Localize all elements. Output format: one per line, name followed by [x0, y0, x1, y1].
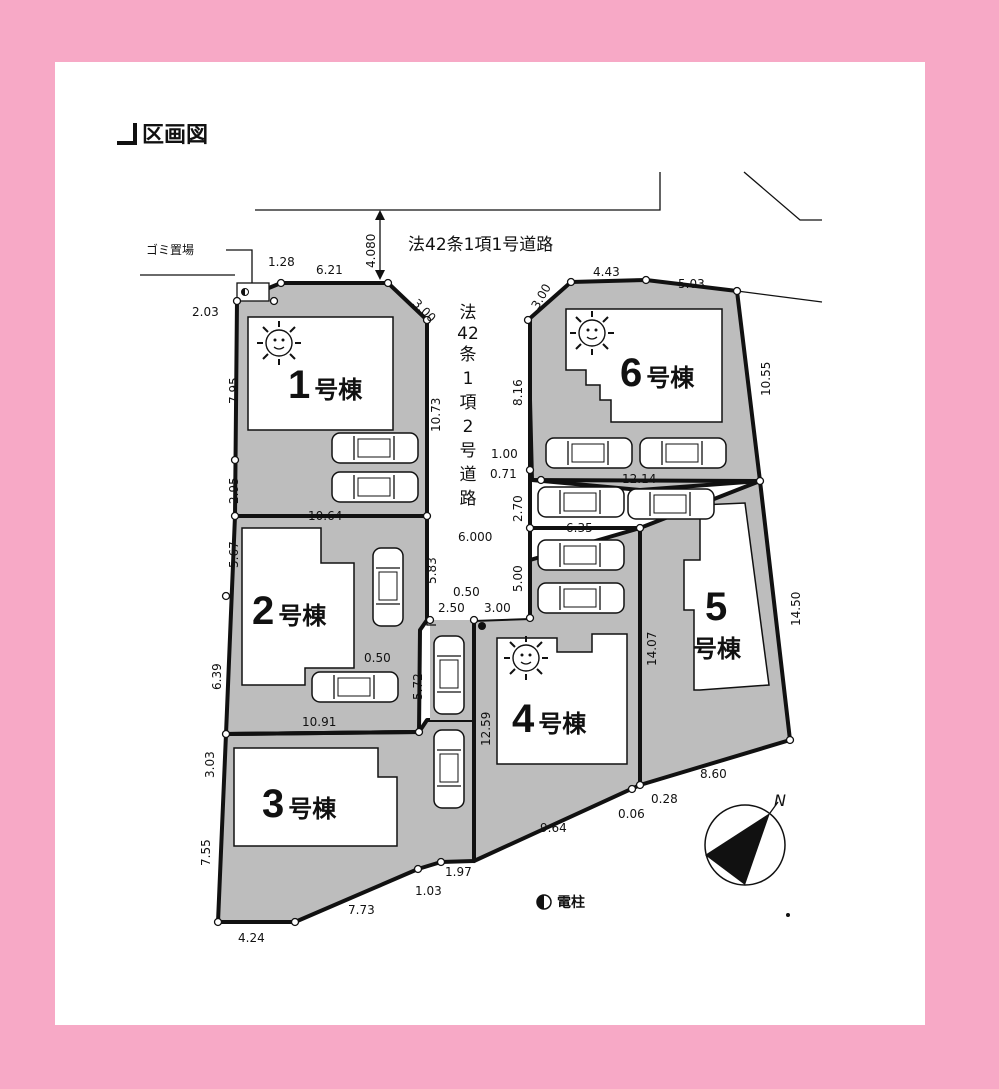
dim-label: 10.91	[302, 715, 336, 729]
north-compass: N	[704, 791, 786, 886]
car-lot6-a	[545, 437, 633, 469]
dim-label: 14.07	[645, 632, 659, 666]
dim-label: 0.50	[453, 585, 480, 599]
dim-label: 6.35	[566, 521, 593, 535]
dimension-labels: 1.28 6.21 3.00 2.03 7.95 10.73 2.95 10.6…	[192, 255, 803, 945]
dim-label: 8.60	[700, 767, 727, 781]
svg-text:法: 法	[460, 303, 477, 323]
dim-label: 5.67	[227, 541, 241, 568]
dim-label: 5.83	[425, 557, 439, 584]
dim-label: 2.70	[511, 495, 525, 522]
title-block: 区画図	[117, 123, 208, 148]
car-lot4-b	[537, 539, 625, 571]
utility-pole-legend: 電柱	[536, 894, 585, 911]
car-lot1-a	[331, 432, 419, 464]
garbage-label: ゴミ置場	[146, 242, 194, 257]
svg-text:項: 項	[460, 393, 477, 413]
main-road-label: 法42条1項1号道路	[408, 235, 553, 255]
dim-label: 14.50	[789, 592, 803, 626]
dim-label: 0.50	[364, 651, 391, 665]
svg-text:条: 条	[460, 345, 477, 365]
svg-text:42: 42	[457, 324, 479, 344]
svg-text:号: 号	[460, 441, 477, 461]
car-lot4-a	[537, 486, 625, 518]
north-label: N	[774, 791, 786, 810]
dim-label: 4.24	[238, 931, 265, 945]
dim-label: 9.64	[540, 821, 567, 835]
car-lot2-b	[311, 671, 399, 703]
dim-label: 2.03	[192, 305, 219, 319]
dim-label: 7.73	[348, 903, 375, 917]
car-lot5-a	[627, 488, 715, 520]
lot-5-number: 5	[705, 585, 727, 629]
dim-label: 5.72	[411, 673, 425, 700]
dim-label: 0.28	[651, 792, 678, 806]
svg-text:道: 道	[460, 465, 477, 485]
svg-text:路: 路	[460, 489, 477, 509]
dim-label: 8.16	[511, 379, 525, 406]
dim-label: 1.00	[491, 447, 518, 461]
dim-label: 2.50	[438, 601, 465, 615]
dim-label: 3.03	[203, 751, 217, 778]
lot-5-suffix: 号棟	[693, 635, 742, 663]
dim-label: 10.55	[759, 362, 773, 396]
dim-label: 5.00	[511, 565, 525, 592]
dim-label: 1.03	[415, 884, 442, 898]
svg-text:2: 2	[463, 417, 474, 437]
dim-label: 3.00	[484, 601, 511, 615]
car-lot2-a	[372, 547, 404, 627]
dim-label: 5.03	[678, 277, 705, 291]
car-lot6-b	[639, 437, 727, 469]
car-lot3-a	[433, 635, 465, 715]
house-5-footprint	[683, 502, 770, 691]
dim-label: 7.55	[199, 839, 213, 866]
vertex-markers	[213, 275, 795, 927]
dim-label: 4.43	[593, 265, 620, 279]
dim-label: 7.95	[227, 377, 241, 404]
car-lot1-b	[331, 471, 419, 503]
car-lot4-c	[537, 582, 625, 614]
main-road-width: 4.080	[364, 234, 378, 268]
dim-label: 12.59	[479, 712, 493, 746]
car-lot3-b	[433, 729, 465, 809]
private-road-label: 法 42 条 1 項 2 号 道 路	[457, 303, 479, 509]
private-road-width: 6.000	[458, 530, 492, 544]
dim-label: 0.71	[490, 467, 517, 481]
corner-mark-icon	[117, 123, 137, 145]
north-arrow-icon	[705, 813, 770, 885]
dim-label: 10.64	[308, 509, 342, 523]
dim-label: 6.21	[316, 263, 343, 277]
dim-label: 2.95	[227, 477, 241, 504]
dim-label: 1.28	[268, 255, 295, 269]
dim-label: 0.06	[618, 807, 645, 821]
dim-label: 12.14	[622, 472, 656, 486]
house-2-footprint	[241, 527, 355, 686]
garbage-area: ゴミ置場	[146, 242, 270, 302]
utility-pole-label: 電柱	[557, 894, 585, 911]
dim-label: 6.39	[210, 663, 224, 690]
utility-pole-icon	[478, 622, 486, 630]
svg-text:1: 1	[463, 369, 474, 389]
dim-label: 1.97	[445, 865, 472, 879]
dim-label: 10.73	[429, 398, 443, 432]
house-3-footprint	[233, 747, 398, 847]
page-title: 区画図	[142, 123, 208, 148]
